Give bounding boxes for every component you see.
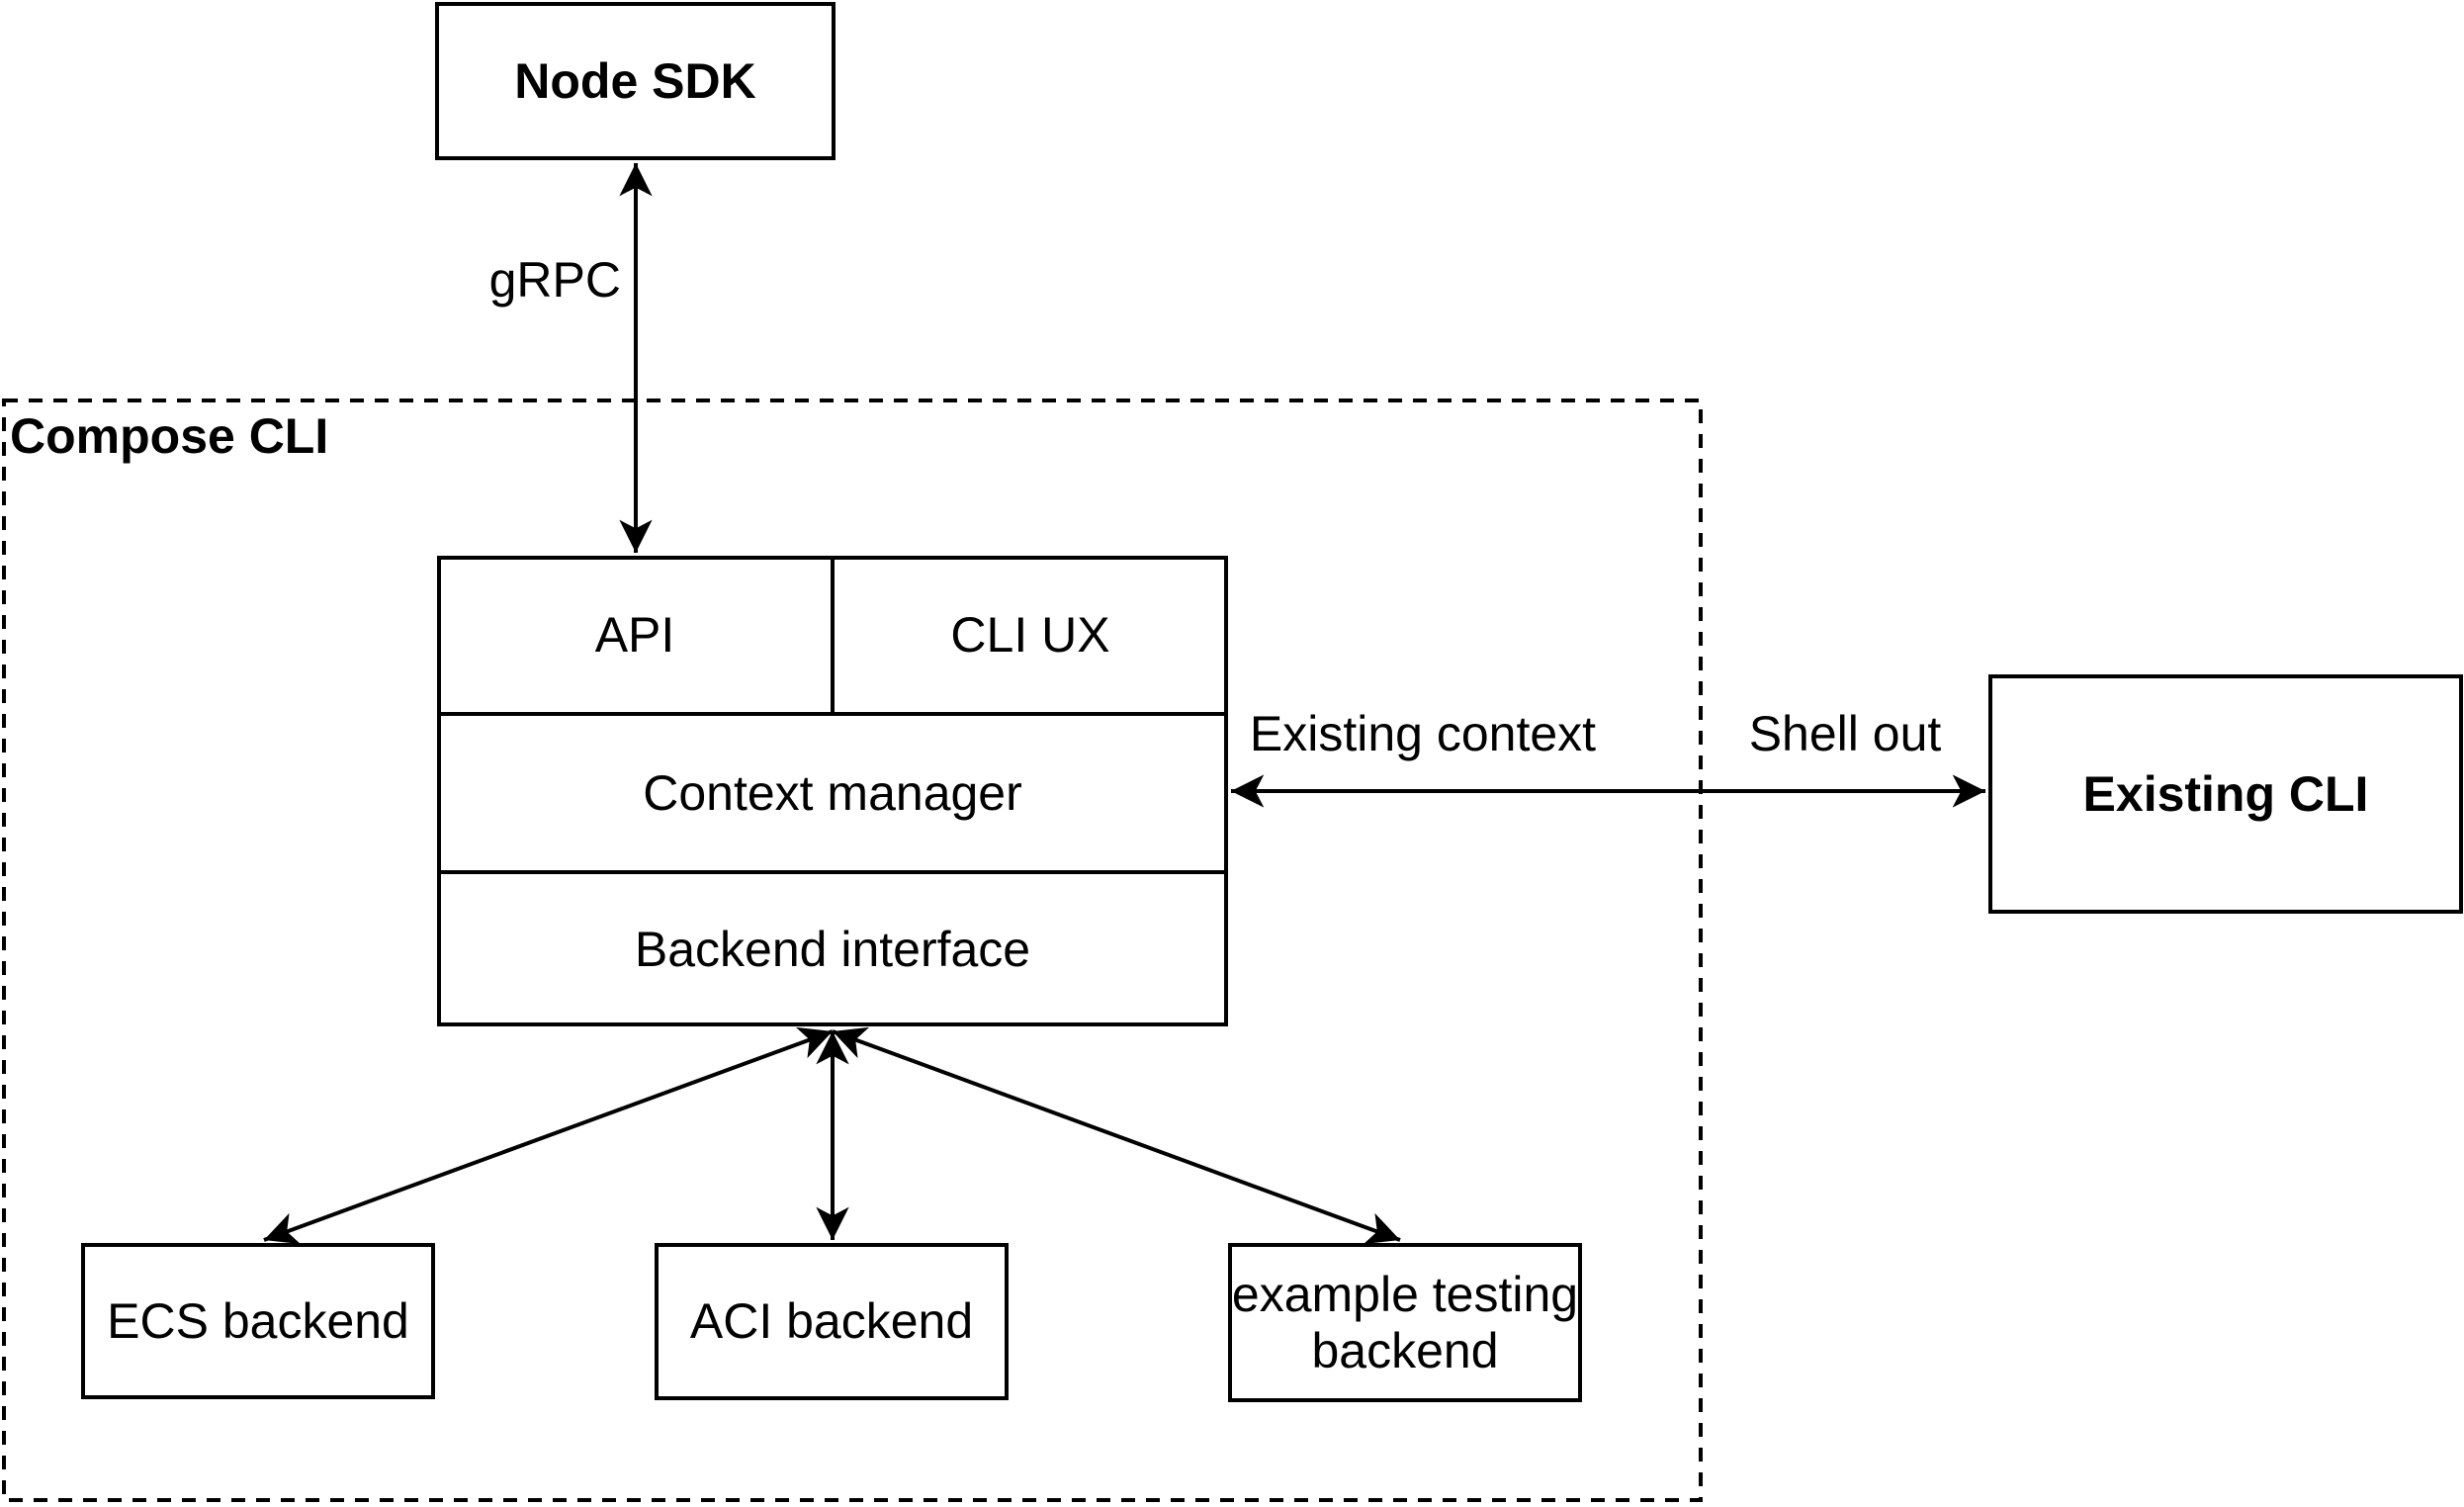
row-divider-1: [437, 712, 1228, 716]
ecs-backend-label: ECS backend: [107, 1292, 409, 1349]
grpc-edge-label: gRPC: [488, 252, 621, 308]
api-cliux-divider: [831, 556, 835, 714]
existing-cli-label: Existing CLI: [2082, 765, 2369, 822]
compose-cli-label: Compose CLI: [10, 408, 329, 464]
cli-ux-cell: CLI UX: [950, 606, 1110, 663]
context-manager-cell: Context manager: [643, 764, 1022, 821]
aci-backend-box: [655, 1243, 1009, 1400]
node-sdk-label: Node SDK: [514, 52, 756, 109]
compose-cli-boundary: [2, 399, 1703, 1502]
row-divider-2: [437, 870, 1228, 874]
node-sdk-box: [435, 2, 836, 160]
example-arrow: [832, 1026, 1401, 1245]
api-cell: API: [594, 606, 675, 663]
example-testing-backend-box: [1228, 1243, 1582, 1402]
shell-out-edge-label: Shell out: [1748, 706, 1942, 761]
ecs-backend-box: [81, 1243, 435, 1399]
example-testing-backend-label: example testing backend: [1231, 1266, 1579, 1378]
existing-cli-box: [1988, 674, 2463, 914]
existing-context-edge-label: Existing context: [1249, 706, 1597, 761]
ecs-arrow: [263, 1026, 834, 1245]
aci-backend-label: ACI backend: [689, 1293, 974, 1349]
backend-interface-cell: Backend interface: [634, 921, 1031, 977]
